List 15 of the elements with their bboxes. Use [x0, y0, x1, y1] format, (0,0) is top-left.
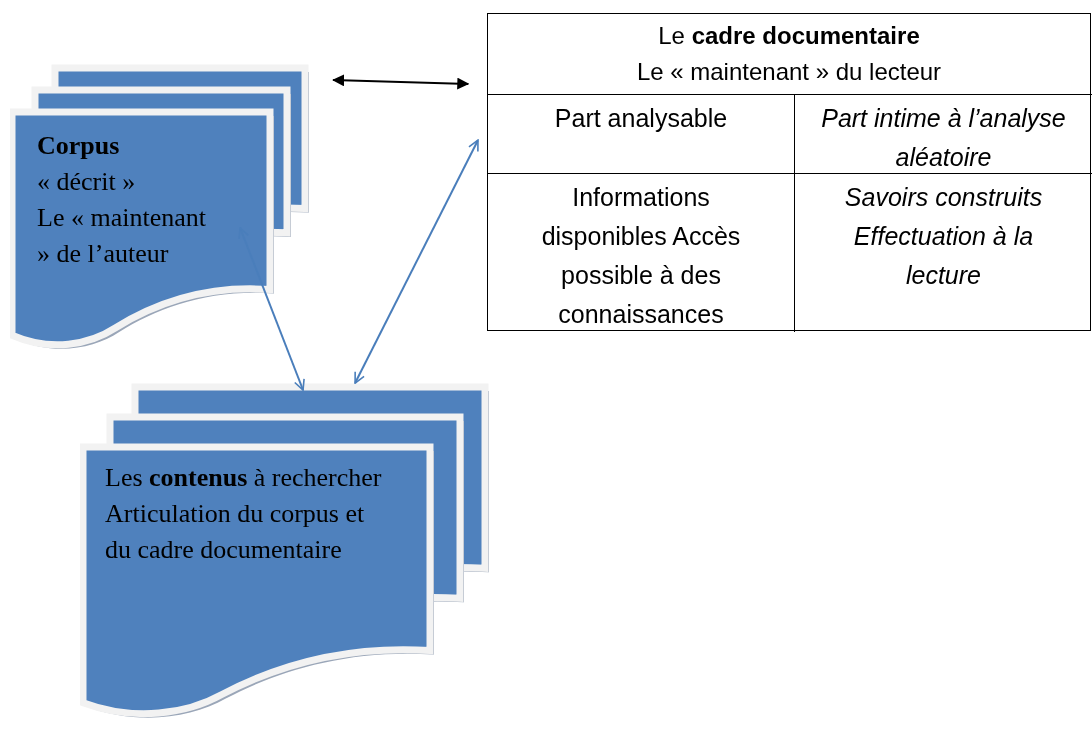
table-heading: Le cadre documentaire	[658, 21, 920, 51]
document-text: Articulation du corpus et du cadre documentaire	[105, 498, 366, 566]
document-heading: Les contenus à rechercher	[105, 462, 383, 494]
table-cell: Savoirs construits Effectuation à la lecture	[794, 173, 1092, 332]
double-arrow	[354, 139, 479, 385]
document-text: Le « maintenant » de l’auteur	[37, 202, 207, 270]
table-cell: Part intime à l’analyse aléatoire	[794, 94, 1092, 173]
document-heading: Corpus	[37, 130, 121, 162]
table-frame	[487, 13, 1091, 331]
table-heading: Le « maintenant » du lecteur	[636, 57, 942, 87]
double-arrow	[238, 226, 305, 391]
document-text: « décrit »	[37, 166, 137, 198]
table-cell: Part analysable	[488, 94, 794, 173]
table-cell: Informations disponibles Accès possible à des connaissances	[488, 173, 794, 332]
double-arrow	[332, 74, 470, 90]
